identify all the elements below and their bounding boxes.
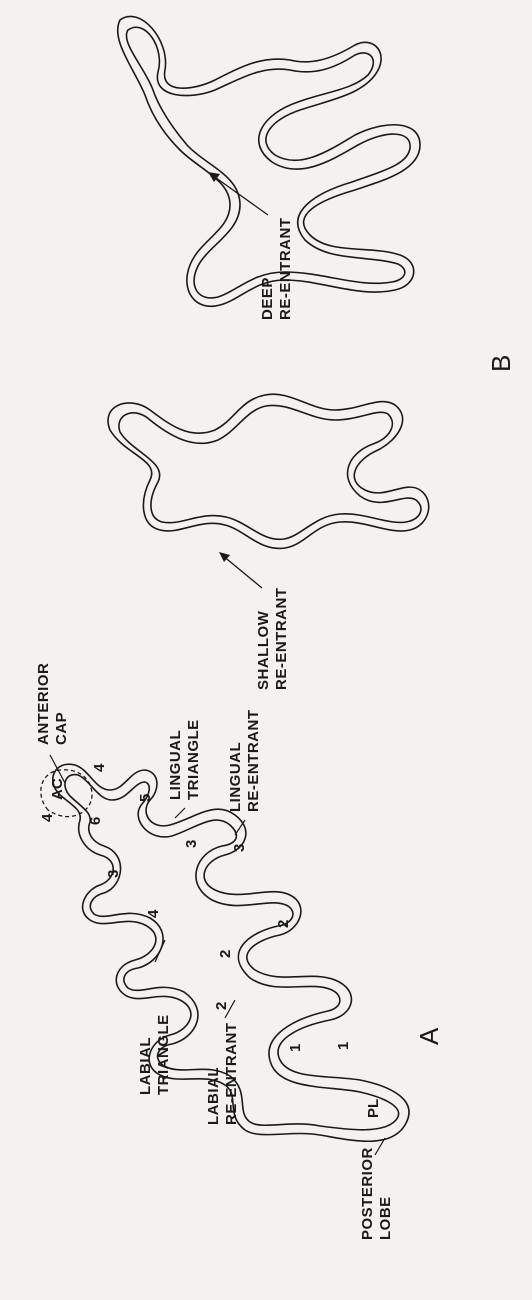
label-num-2a: 2	[217, 950, 234, 958]
lingual-reentrant-label-line2: RE-ENTRANT	[245, 710, 262, 813]
label-num-3b: 3	[183, 840, 200, 848]
labial-reentrant-label-line1: LABIAL	[205, 1067, 222, 1125]
labial-triangle-label-line1: LABIAL	[137, 1037, 154, 1095]
lingual-reentrant-label-line1: LINGUAL	[227, 742, 244, 812]
label-ac: AC	[49, 778, 66, 800]
label-num-6: 6	[87, 817, 104, 825]
label-pl: PL	[365, 1099, 382, 1118]
anterior-cap-label-line1: ANTERIOR	[35, 663, 52, 745]
deep-reentrant-label-line2: RE-ENTRANT	[277, 218, 294, 321]
label-num-5: 5	[137, 794, 154, 802]
label-num-4c: 4	[145, 909, 162, 918]
lingual-triangle-label-line1: LINGUAL	[167, 730, 184, 800]
anterior-cap-label-line2: CAP	[53, 712, 70, 745]
label-num-1b: 1	[335, 1042, 352, 1050]
label-num-3c: 3	[231, 844, 248, 852]
shallow-reentrant-label-line1: SHALLOW	[255, 610, 272, 690]
label-num-2c: 2	[213, 1002, 230, 1010]
posterior-lobe-label-line1: POSTERIOR	[359, 1147, 376, 1240]
posterior-lobe-label-line2: LOBE	[377, 1196, 394, 1240]
lingual-triangle-label-line2: TRIANGLE	[185, 719, 202, 800]
labial-reentrant-label-line2: RE-ENTRANT	[223, 1023, 240, 1126]
label-num-4a: 4	[39, 813, 56, 822]
panel-b-letter: B	[486, 355, 516, 372]
label-num-2b: 2	[275, 920, 292, 928]
deep-reentrant-label-line1: DEEP	[259, 277, 276, 320]
label-num-4b: 4	[91, 763, 108, 772]
label-num-1a: 1	[287, 1044, 304, 1052]
panel-a-letter: A	[414, 1027, 444, 1045]
shallow-reentrant-label-line2: RE-ENTRANT	[273, 588, 290, 691]
labial-triangle-label-line2: TRIANGLE	[155, 1014, 172, 1095]
label-num-3a: 3	[105, 870, 122, 878]
